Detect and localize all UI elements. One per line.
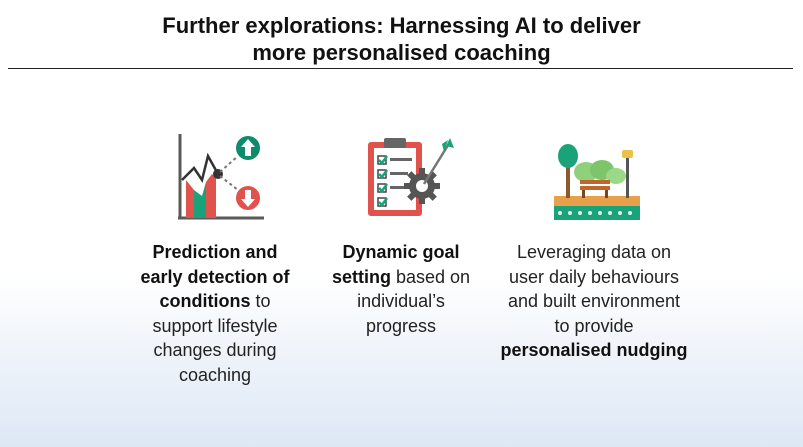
- goal-checklist-icon: [368, 138, 454, 216]
- column-1-text: Prediction and early detection of condit…: [132, 240, 298, 387]
- column-3-text: Leveraging data on user daily behaviours…: [500, 240, 688, 363]
- column-2-bold: Dynamic goal setting: [331, 242, 460, 287]
- column-3-bold: personalised nudging: [500, 340, 688, 360]
- slide-title: Further explorations: Harnessing AI to d…: [0, 12, 803, 66]
- column-2-text: Dynamic goal setting based on individual…: [328, 240, 474, 338]
- column-1-bold: Prediction and early detection of condit…: [140, 242, 290, 311]
- title-divider: [8, 68, 793, 69]
- title-line-1: Further explorations: Harnessing AI to d…: [162, 13, 641, 38]
- column-2-body: based on individual’s progress: [357, 266, 471, 336]
- prediction-chart-icon: [178, 134, 264, 220]
- park-environment-icon: [554, 144, 640, 220]
- title-line-2: more personalised coaching: [252, 40, 551, 65]
- column-1-body: to support lifestyle changes during coac…: [152, 291, 278, 385]
- column-3-body: Leveraging data on user daily behaviours…: [507, 242, 681, 336]
